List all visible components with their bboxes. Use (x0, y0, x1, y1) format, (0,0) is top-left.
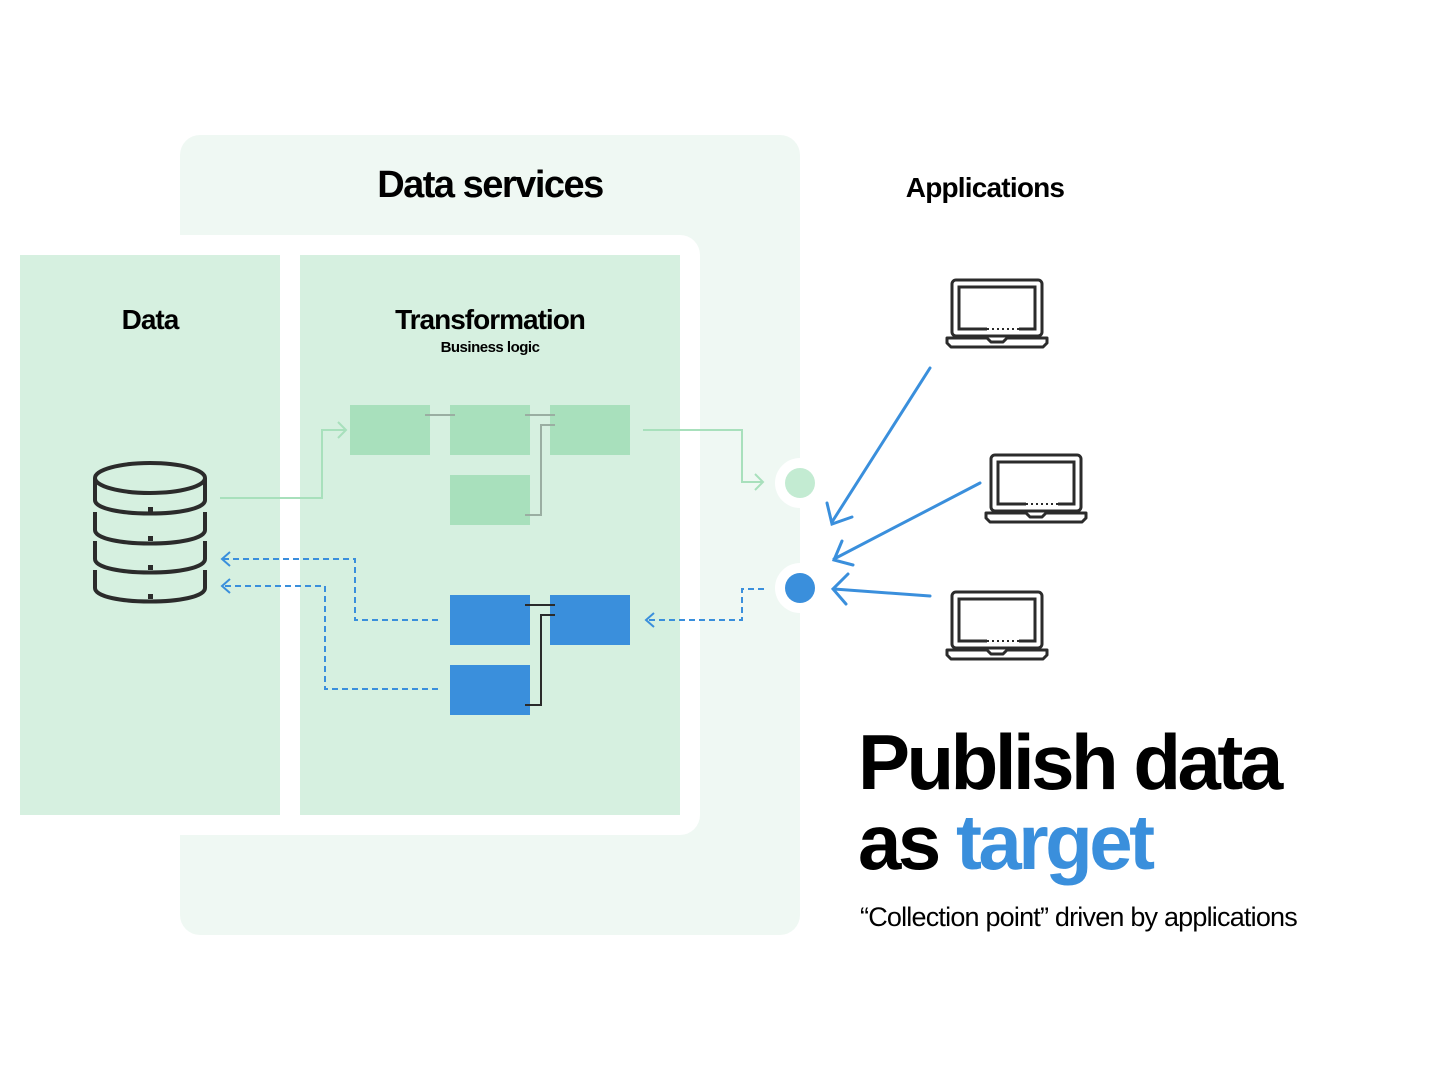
ingest-arrow (220, 421, 348, 499)
database-icon (93, 461, 207, 604)
blue-connectors (525, 604, 555, 706)
headline: Publish data as target (858, 718, 1283, 882)
caption: “Collection point” driven by application… (860, 902, 1298, 932)
return-arrows (220, 551, 764, 690)
publish-point (785, 468, 815, 498)
headline-line-1: Publish data (858, 718, 1283, 806)
headline-accent: target (955, 798, 1155, 886)
application-arrows (825, 366, 982, 606)
blue-block-1 (450, 595, 530, 645)
transformation-subtitle: Business logic (440, 339, 540, 356)
blue-block-2 (550, 595, 630, 645)
laptop-icon (945, 278, 1049, 349)
green-connectors (425, 414, 555, 516)
data-panel (20, 255, 280, 815)
green-block-2 (450, 405, 530, 455)
laptop-icon (945, 590, 1049, 661)
collection-point (785, 573, 815, 603)
green-block-3 (550, 405, 630, 455)
applications-title: Applications (905, 172, 1065, 203)
headline-line-2: as target (858, 802, 1280, 882)
transformation-panel (300, 255, 680, 815)
transformation-title: Transformation (395, 304, 586, 335)
data-services-title: Data services (377, 164, 604, 206)
laptop-icon (984, 453, 1088, 524)
blue-block-3 (450, 665, 530, 715)
publish-arrow (643, 429, 765, 491)
green-block-4 (450, 475, 530, 525)
headline-prefix: as (858, 798, 941, 886)
green-block-1 (350, 405, 430, 455)
data-title: Data (121, 304, 180, 335)
